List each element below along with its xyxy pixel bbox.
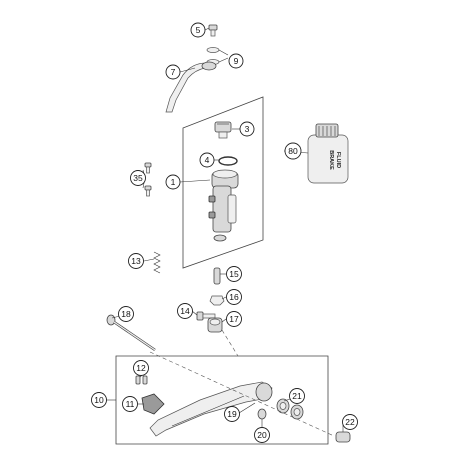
callout-label: 14 bbox=[180, 306, 190, 316]
callout-22: 22 bbox=[342, 414, 358, 430]
callout-label: 19 bbox=[227, 409, 237, 419]
screw-icon bbox=[144, 162, 152, 197]
callout-label: 4 bbox=[205, 155, 210, 165]
callout-21: 21 bbox=[289, 388, 305, 404]
pushrod-axis-line bbox=[221, 329, 239, 357]
brake-fluid-bottle-icon: BRAKE FLUID bbox=[307, 123, 349, 184]
callout-label: 12 bbox=[136, 363, 146, 373]
callout-label: 9 bbox=[234, 56, 239, 66]
callout-5: 5 bbox=[190, 22, 206, 38]
pushrod-icon bbox=[209, 267, 225, 306]
callout-label: 10 bbox=[94, 395, 104, 405]
callout-9: 9 bbox=[228, 53, 244, 69]
pedal-axis-line bbox=[149, 351, 335, 437]
brake-hose-icon bbox=[165, 61, 217, 113]
reservoir-cap-icon bbox=[214, 121, 232, 139]
bearing-icon bbox=[276, 398, 304, 420]
pivot-bolt-icon bbox=[106, 314, 156, 352]
clevis-bolt-icon bbox=[196, 311, 216, 321]
banjo-bolt-icon bbox=[208, 24, 218, 37]
callout-label: 22 bbox=[345, 417, 355, 427]
callout-10: 10 bbox=[91, 392, 107, 408]
callout-label: 13 bbox=[131, 256, 141, 266]
brake-pedal-icon bbox=[149, 381, 273, 437]
callout-label: 17 bbox=[229, 314, 239, 324]
callout-label: 21 bbox=[292, 391, 302, 401]
callout-label: 18 bbox=[121, 309, 131, 319]
callout-80: 80 bbox=[284, 142, 302, 160]
callout-19: 19 bbox=[224, 406, 240, 422]
callout-3: 3 bbox=[239, 121, 255, 137]
o-ring-icon bbox=[218, 156, 238, 166]
callout-label: 7 bbox=[171, 67, 176, 77]
spring-icon bbox=[153, 251, 161, 274]
master-cylinder-group-frame bbox=[182, 96, 264, 269]
pedal-tip-icon bbox=[141, 393, 165, 415]
callout-label: 1 bbox=[171, 177, 176, 187]
spacer-icon bbox=[257, 408, 267, 420]
clevis-icon bbox=[207, 317, 223, 333]
callout-label: 16 bbox=[229, 292, 239, 302]
callout-20: 20 bbox=[254, 427, 270, 443]
callout-label: 11 bbox=[126, 399, 135, 409]
callout-35: 35 bbox=[130, 170, 146, 186]
callout-17: 17 bbox=[226, 311, 242, 327]
pin-icon bbox=[135, 375, 148, 385]
callout-label: 15 bbox=[229, 269, 239, 279]
callout-18: 18 bbox=[118, 306, 134, 322]
callout-11: 11 bbox=[122, 396, 138, 412]
callout-label: 80 bbox=[288, 146, 298, 156]
bottle-label-line1: BRAKE bbox=[328, 150, 334, 170]
callout-7: 7 bbox=[165, 64, 181, 80]
callout-12: 12 bbox=[133, 360, 149, 376]
callout-label: 5 bbox=[196, 25, 201, 35]
callout-label: 35 bbox=[133, 173, 143, 183]
master-cylinder-icon bbox=[208, 169, 239, 242]
callout-15: 15 bbox=[226, 266, 242, 282]
pivot-cap-icon bbox=[335, 431, 351, 443]
callout-1: 1 bbox=[165, 174, 181, 190]
callout-16: 16 bbox=[226, 289, 242, 305]
callout-label: 3 bbox=[245, 124, 250, 134]
callout-13: 13 bbox=[128, 253, 144, 269]
brake-pedal-group-frame bbox=[115, 355, 329, 445]
bottle-label-line2: FLUID bbox=[335, 152, 341, 168]
callout-14: 14 bbox=[177, 303, 193, 319]
callout-4: 4 bbox=[199, 152, 215, 168]
callout-label: 20 bbox=[257, 430, 267, 440]
